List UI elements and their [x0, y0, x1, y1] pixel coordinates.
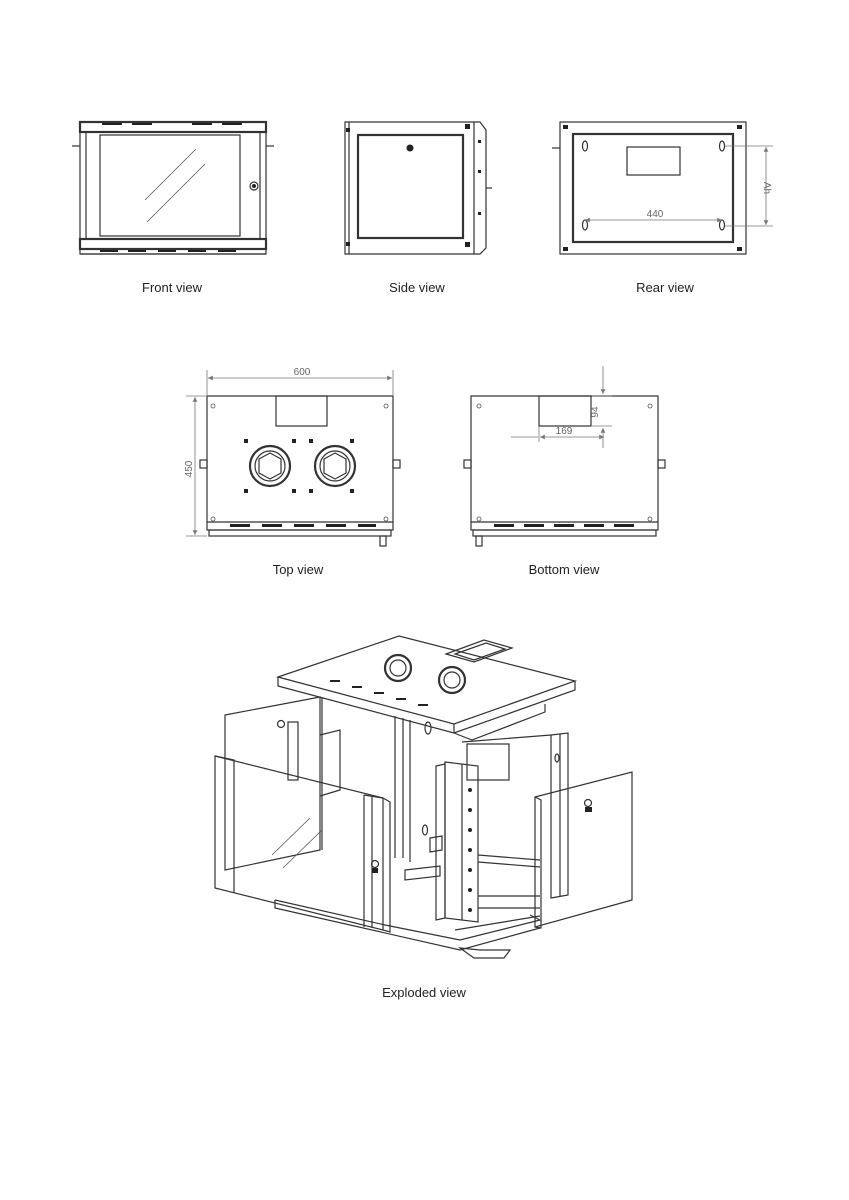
bottom-offset-label: 169 [556, 426, 573, 437]
exploded-right-side-door [534, 771, 633, 929]
bottom-vent-row [494, 524, 634, 527]
bottom-dimension-94: 94 [590, 366, 612, 448]
top-dimension-600: 600 [206, 367, 394, 396]
side-view-drawing [344, 121, 492, 255]
exploded-view-caption: Exploded view [382, 985, 466, 1000]
bottom-height-label: 94 [590, 406, 601, 418]
exploded-left-side-panel [224, 696, 341, 871]
front-view-drawing [72, 120, 274, 255]
bottom-view-caption: Bottom view [529, 562, 600, 577]
bottom-view-drawing [463, 395, 666, 547]
exploded-bottom-panel [274, 899, 542, 959]
top-view-drawing [199, 395, 401, 547]
rear-view-drawing [552, 121, 747, 255]
rear-dimension-440: 440 [585, 209, 722, 223]
top-vent-row [230, 524, 376, 527]
rear-view-caption: Rear view [636, 280, 694, 295]
rear-width-label: 440 [647, 209, 664, 220]
exploded-frame [394, 716, 552, 923]
bottom-dimension-169: 169 [511, 426, 604, 442]
front-view-caption: Front view [142, 280, 203, 295]
top-fan-right [309, 439, 357, 493]
top-dimension-450: 450 [184, 395, 207, 537]
exploded-glass-door [214, 755, 391, 933]
front-vent-row-top [102, 123, 242, 125]
rear-height-label: Ah [761, 182, 772, 194]
exploded-top-panel [275, 635, 578, 741]
side-view-caption: Side view [389, 280, 445, 295]
front-vent-row-bottom [100, 250, 236, 252]
exploded-view-drawing [214, 635, 633, 959]
rear-dimension-ah: Ah [725, 145, 773, 227]
top-width-label: 600 [294, 367, 311, 378]
top-depth-label: 450 [184, 460, 195, 477]
top-view-caption: Top view [273, 562, 324, 577]
top-fan-left [244, 439, 296, 493]
exploded-rear-panel [550, 732, 569, 899]
